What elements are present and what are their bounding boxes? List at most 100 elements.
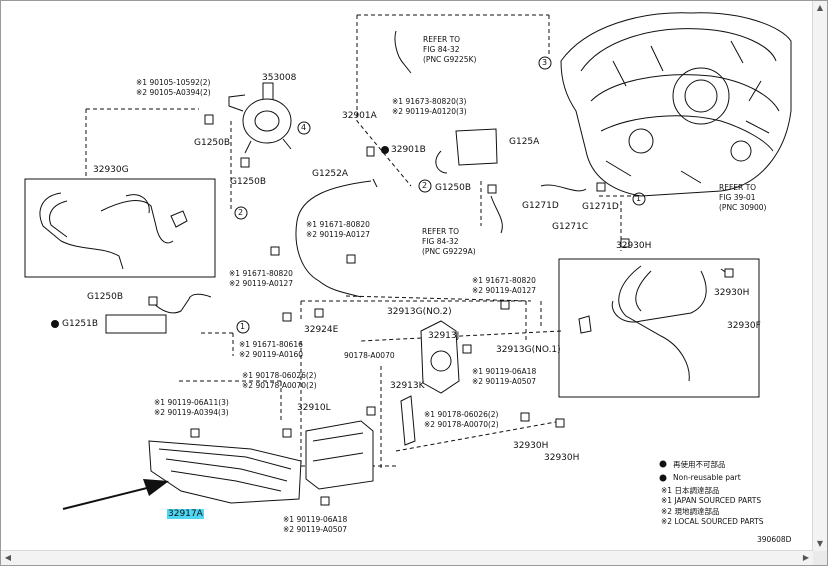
water-pump (228, 82, 292, 154)
note-label: ※1 90119-06A18 (283, 515, 348, 524)
horizontal-scrollbar[interactable]: ◀ ▶ (1, 550, 813, 565)
part-label[interactable]: G1250B (194, 138, 231, 148)
refer-text: (PNC G9229A) (422, 247, 476, 256)
note-label: ※2 90119-A0160 (239, 350, 304, 359)
legend-item: ※1 JAPAN SOURCED PARTS (661, 496, 762, 505)
note-label: ※1 91671-80820 (229, 269, 293, 278)
callout-4-circle (297, 121, 311, 135)
callout-number: 2 (238, 208, 244, 217)
legend-item: ※2 現地調達部品 (661, 507, 720, 516)
callout-2-circle-b (418, 179, 432, 193)
note-label: ※2 90119-A0127 (306, 230, 371, 239)
g1271-hose (540, 184, 587, 192)
note-label: ※1 90119-06A11(3) (154, 398, 229, 407)
part-label[interactable]: 32910L (297, 403, 331, 413)
part-label-highlighted[interactable]: 32917A (167, 509, 204, 519)
note-label: ※1 90178-06026(2) (242, 371, 317, 380)
part-label[interactable]: 32913G(NO.1) (496, 345, 561, 355)
legend-item: ※1 日本調達部品 (661, 486, 720, 495)
legend-item: Non-reusable part (673, 473, 741, 482)
callout-number: 1 (240, 322, 246, 331)
legend-item: ※2 LOCAL SOURCED PARTS (661, 517, 764, 526)
pointer-arrow (62, 484, 160, 510)
note-label: ※2 90178-A0070(2) (242, 381, 317, 390)
part-label[interactable]: G1271D (582, 202, 619, 212)
part-label[interactable]: 32930G (93, 165, 129, 175)
scroll-up-icon[interactable]: ▲ (816, 3, 824, 12)
part-label[interactable]: 32913G(NO.2) (387, 307, 452, 317)
part-label[interactable]: G1250B (230, 177, 267, 187)
hose-group-box (24, 178, 216, 278)
callout-number: 1 (636, 194, 642, 203)
callout-1-circle (236, 320, 250, 334)
note-label: ※2 90178-A0070(2) (424, 420, 499, 429)
refer-text: REFER TO (423, 35, 461, 44)
part-label[interactable]: 32901A (342, 111, 377, 121)
note-label: ※1 90178-06026(2) (424, 410, 499, 419)
note-label: ※2 90119-A0394(3) (154, 408, 229, 417)
hose-group-box-right (558, 258, 760, 398)
scrollbar-corner (813, 551, 827, 565)
note-label: ※1 91671-80616 (239, 340, 303, 349)
note-label: ※1 90105-10592(2) (136, 78, 211, 87)
refer-text: FIG 84-32 (422, 237, 459, 246)
part-label[interactable]: G1271D (522, 201, 559, 211)
note-label: ※1 91671-80820 (306, 220, 370, 229)
refer-text: FIG 84-32 (423, 45, 460, 54)
part-label[interactable]: G1252A (312, 169, 349, 179)
scroll-right-icon[interactable]: ▶ (802, 553, 810, 562)
callout-3-circle (538, 56, 552, 70)
scroll-left-icon[interactable]: ◀ (4, 553, 12, 562)
part-label[interactable]: 32930H (544, 453, 580, 463)
refer-text: REFER TO (422, 227, 460, 236)
callout-1-circle-b (632, 192, 646, 206)
note-label: ※2 90119-A0120(3) (392, 107, 467, 116)
upper-hose (394, 30, 412, 74)
part-label[interactable]: 32901B (391, 145, 426, 155)
callout-number: 4 (301, 123, 307, 132)
part-label[interactable]: G1251B (62, 319, 99, 329)
vertical-scrollbar[interactable]: ▲ ▼ (812, 1, 827, 551)
part-label[interactable]: G1250B (87, 292, 124, 302)
legend-item: 再使用不可部品 (673, 460, 726, 469)
part-label[interactable]: G125A (509, 137, 540, 147)
pump-bracket (400, 320, 460, 446)
part-label[interactable]: 32930H (513, 441, 549, 451)
callout-2-circle (234, 206, 248, 220)
refer-text: FIG 39-01 (719, 193, 756, 202)
note-label: ※1 90119-06A18 (472, 367, 537, 376)
note-label: ※1 91673-80820(3) (392, 97, 467, 106)
coolant-bracket (455, 128, 498, 166)
note-label: ※1 91671-80820 (472, 276, 536, 285)
bracket-32910L (305, 420, 374, 490)
part-label[interactable]: 32930F (727, 321, 761, 331)
part-label[interactable]: 32913K (390, 381, 425, 391)
filter-canister (105, 314, 167, 334)
parts-diagram (24, 12, 792, 510)
right-hose (578, 265, 732, 382)
part-label[interactable]: 32913J (428, 331, 460, 341)
note-label: ※2 90119-A0127 (472, 286, 537, 295)
bypass-hose (150, 293, 212, 314)
callout-number: 2 (422, 181, 428, 190)
figure-id: 390608D (757, 535, 792, 544)
part-label[interactable]: 353008 (262, 73, 297, 83)
part-label[interactable]: 32930H (714, 288, 750, 298)
part-label[interactable]: G1271C (552, 222, 589, 232)
part-label[interactable]: 90178-A0070 (344, 351, 395, 360)
callout-number: 3 (542, 58, 548, 67)
part-label[interactable]: 32924E (304, 325, 339, 335)
part-label[interactable]: 32930H (616, 241, 652, 251)
refer-text: REFER TO (719, 183, 757, 192)
note-label: ※2 90119-A0507 (472, 377, 537, 386)
highlighted-part-number: 32917A (167, 509, 204, 519)
note-label: ※2 90119-A0507 (283, 525, 348, 534)
refer-text: (PNC 30900) (719, 203, 767, 212)
transmission-housing (560, 12, 792, 197)
dashed-leader-lines (85, 14, 641, 471)
coolant-pipe (295, 180, 372, 298)
scroll-down-icon[interactable]: ▼ (816, 539, 824, 548)
part-label[interactable]: G1250B (435, 183, 472, 193)
refer-text: (PNC G9225K) (423, 55, 477, 64)
